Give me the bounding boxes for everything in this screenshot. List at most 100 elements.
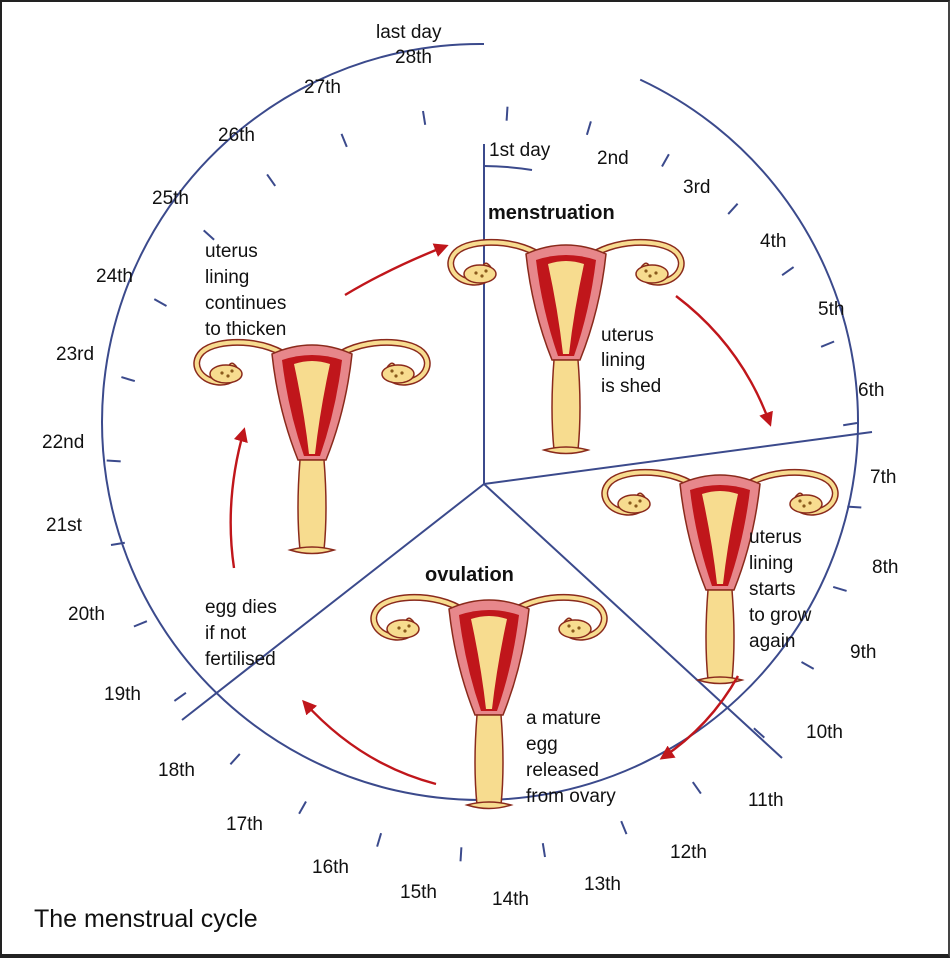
diagram-title: The menstrual cycle	[34, 905, 258, 933]
day-tick	[820, 340, 835, 348]
day-tick	[505, 106, 509, 121]
day-tick	[661, 153, 670, 167]
day-label: 1st day	[489, 140, 551, 161]
svg-text:lining: lining	[601, 350, 645, 371]
day-tick	[266, 173, 277, 187]
svg-text:egg: egg	[526, 734, 558, 755]
caption-lining-grows: uterus lining starts to grow again	[749, 527, 812, 652]
day-tick	[843, 422, 858, 427]
day-label: 19th	[104, 684, 141, 705]
day-tick	[541, 843, 546, 858]
day-tick	[203, 229, 215, 241]
day-label: 18th	[158, 760, 195, 781]
day-tick	[832, 585, 847, 592]
svg-text:lining: lining	[749, 553, 793, 574]
svg-text:uterus: uterus	[749, 527, 802, 548]
day-label: 9th	[850, 642, 876, 663]
day-tick	[691, 781, 702, 795]
day-tick	[121, 376, 136, 383]
divider-growth	[483, 431, 873, 485]
inner-arc-top	[483, 165, 533, 171]
cycle-ring	[101, 42, 859, 801]
uterus-icon	[451, 242, 682, 453]
day-tick	[847, 505, 862, 509]
arrow-icon	[229, 427, 248, 569]
day-label: 4th	[760, 231, 786, 252]
phase-ovulation: ovulation	[425, 564, 514, 586]
divider-egg-dies	[181, 483, 485, 721]
caption-lining-thickens: uterus lining continues to thicken	[205, 241, 286, 340]
day-tick	[106, 459, 121, 463]
arrow-icon	[659, 675, 740, 760]
day-label: 2nd	[597, 148, 629, 169]
day-tick	[340, 133, 348, 148]
day-tick	[376, 832, 383, 847]
day-tick	[585, 121, 592, 136]
caption-egg-dies: egg dies if not fertilised	[205, 597, 277, 670]
svg-text:released: released	[526, 760, 599, 781]
svg-text:from ovary: from ovary	[526, 786, 616, 807]
day-label: 15th	[400, 882, 437, 903]
day-labels: 1st day 2nd 3rd 4th 5th 6th 7th 8th 9th 10th 11th 1…	[42, 47, 898, 910]
svg-text:egg dies: egg dies	[205, 597, 277, 618]
svg-text:a mature: a mature	[526, 708, 601, 729]
day-label: 24th	[96, 266, 133, 287]
day-tick	[133, 620, 148, 628]
svg-text:starts: starts	[749, 579, 795, 600]
day-ticks	[106, 106, 862, 862]
day-label: 25th	[152, 188, 189, 209]
phase-menstruation: menstruation	[488, 202, 615, 224]
caption-lining-shed: uterus lining is shed	[601, 325, 661, 397]
uterus-icon	[605, 472, 836, 683]
day-tick	[459, 847, 463, 862]
day-tick	[110, 541, 125, 546]
day-label: 7th	[870, 467, 896, 488]
day-tick	[620, 820, 628, 835]
day-tick	[173, 691, 187, 702]
svg-text:is shed: is shed	[601, 376, 661, 397]
caption-egg-released: a mature egg released from ovary	[526, 708, 616, 807]
day-tick	[781, 266, 795, 277]
svg-text:lining: lining	[205, 267, 249, 288]
svg-text:to grow: to grow	[749, 605, 812, 626]
day-label: 6th	[858, 380, 884, 401]
day-tick	[422, 110, 427, 125]
day-label: 10th	[806, 722, 843, 743]
svg-text:to thicken: to thicken	[205, 319, 286, 340]
day-label-last-day-prefix: last day	[376, 22, 442, 43]
day-label: 13th	[584, 874, 621, 895]
arrow-icon	[344, 243, 449, 297]
svg-text:continues: continues	[205, 293, 286, 314]
day-label: 26th	[218, 125, 255, 146]
day-label: 12th	[670, 842, 707, 863]
day-label: 27th	[304, 77, 341, 98]
svg-text:if not: if not	[205, 623, 247, 644]
svg-text:uterus: uterus	[601, 325, 654, 346]
day-label: 5th	[818, 299, 844, 320]
day-label: 22nd	[42, 432, 84, 453]
day-label: 28th	[395, 47, 432, 68]
svg-text:again: again	[749, 631, 796, 652]
day-tick	[753, 727, 765, 739]
svg-text:fertilised: fertilised	[205, 649, 276, 670]
day-label: 17th	[226, 814, 263, 835]
divider-ovulation	[483, 483, 783, 759]
day-label: 21st	[46, 515, 83, 536]
day-label: 20th	[68, 604, 105, 625]
day-label: 23rd	[56, 344, 94, 365]
day-tick	[298, 801, 307, 815]
day-label: 11th	[748, 790, 784, 811]
day-tick	[801, 661, 815, 670]
day-tick	[727, 203, 739, 215]
arrow-icon	[302, 699, 437, 786]
day-label: 14th	[492, 889, 529, 910]
day-label: 16th	[312, 857, 349, 878]
day-tick	[153, 298, 167, 307]
svg-text:uterus: uterus	[205, 241, 258, 262]
arrow-icon	[675, 295, 773, 427]
day-label: 8th	[872, 557, 898, 578]
day-tick	[229, 753, 241, 765]
day-label: 3rd	[683, 177, 710, 198]
